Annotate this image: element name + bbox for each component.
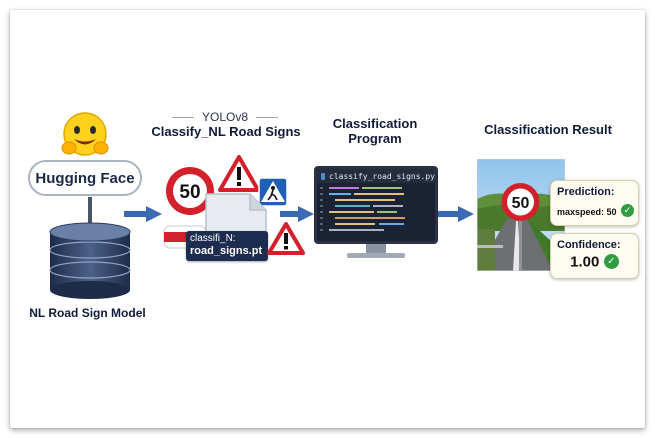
warning-sign-icon <box>218 155 260 192</box>
hugging-face-label: Hugging Face <box>35 169 135 187</box>
model-label: NL Road Sign Model <box>29 306 146 320</box>
monitor-icon: classify_road_signs.py <box>314 166 438 244</box>
photo-sign-text: 50 <box>512 195 530 212</box>
program-title-line1: Classification <box>332 116 418 131</box>
speed-sign-text: 50 <box>179 182 200 203</box>
hugging-face-badge: Hugging Face <box>28 160 142 196</box>
pedestrian-crossing-sign-icon <box>258 177 288 207</box>
hub-connector <box>88 197 92 223</box>
prediction-label: Prediction: <box>557 186 615 198</box>
file-label-line2: road_signs.pt <box>190 245 263 257</box>
arrow-to-result <box>438 206 474 222</box>
code-file-name: classify_road_signs.py <box>329 171 435 181</box>
confidence-value: 1.00 <box>570 253 600 271</box>
hugging-face-emoji-icon <box>61 112 109 156</box>
confidence-card: Confidence: 1.00 ✓ <box>550 233 639 279</box>
arrow-to-classifier <box>124 206 162 222</box>
program-title-line2: Program <box>348 131 402 146</box>
program-title: Classification Program <box>310 116 440 146</box>
python-file-icon <box>321 172 326 180</box>
diagram-card: Hugging Face NL Road Sign Model YOLOv8 C… <box>10 10 645 428</box>
monitor-stand <box>366 244 386 254</box>
monitor-base <box>347 253 405 258</box>
check-icon: ✓ <box>621 204 634 218</box>
code-lines-icon <box>320 187 405 231</box>
file-label-box: classifi_N: road_signs.pt <box>186 231 268 261</box>
result-title: Classification Result <box>484 122 612 137</box>
warning-sign-icon <box>267 222 305 255</box>
yolo-header: YOLOv8 <box>160 110 290 126</box>
classifier-title: Classify_NL Road Signs <box>151 124 301 139</box>
speed-limit-sign-icon: 50 <box>166 167 214 215</box>
check-icon: ✓ <box>603 254 619 270</box>
prediction-card: Prediction: maxspeed: 50 ✓ <box>550 180 639 226</box>
arrow-to-program <box>280 206 314 222</box>
prediction-value: maxspeed: 50 <box>557 207 617 217</box>
code-editor-header: classify_road_signs.py <box>317 169 435 183</box>
confidence-label: Confidence: <box>557 239 621 251</box>
file-label-line1: classifi_N: <box>190 233 236 244</box>
yolo-label: YOLOv8 <box>201 110 249 124</box>
database-icon <box>49 222 131 299</box>
